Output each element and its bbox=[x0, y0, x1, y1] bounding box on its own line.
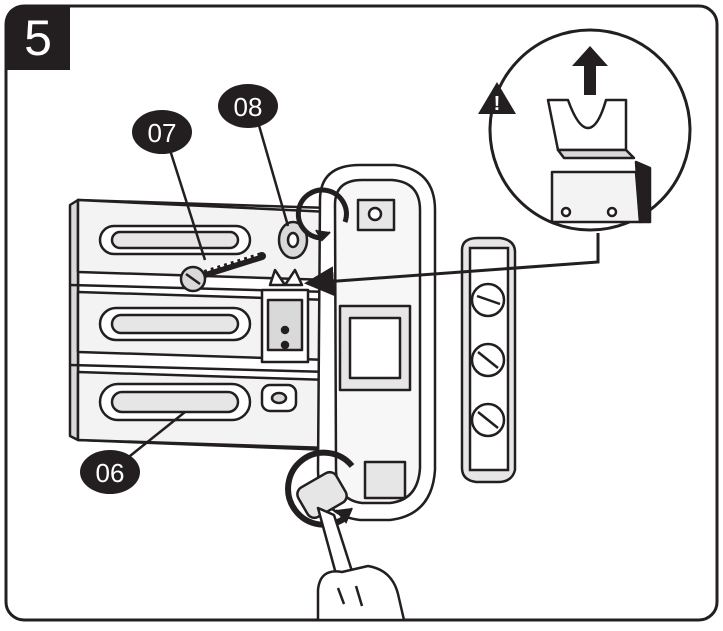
warning-triangle-icon: ! bbox=[478, 82, 516, 115]
washer-08 bbox=[277, 220, 309, 260]
screw-07 bbox=[179, 252, 266, 293]
warning-mark: ! bbox=[494, 93, 501, 115]
hinge-arm bbox=[260, 163, 437, 522]
callout-06-label: 06 bbox=[96, 458, 125, 488]
step-number: 5 bbox=[24, 10, 52, 66]
step-number-badge: 5 bbox=[6, 6, 70, 70]
callout-07-label: 07 bbox=[148, 118, 177, 148]
callout-08-label: 08 bbox=[234, 92, 263, 122]
up-arrow-icon bbox=[572, 46, 608, 95]
callout-08: 08 bbox=[218, 84, 290, 227]
detail-zoom-circle bbox=[488, 28, 692, 232]
insert-arrow bbox=[304, 233, 600, 297]
socket-wrench-icon bbox=[296, 470, 406, 622]
callout-06: 06 bbox=[80, 411, 186, 494]
callout-07: 07 bbox=[132, 110, 207, 261]
wall-plate bbox=[460, 236, 517, 484]
